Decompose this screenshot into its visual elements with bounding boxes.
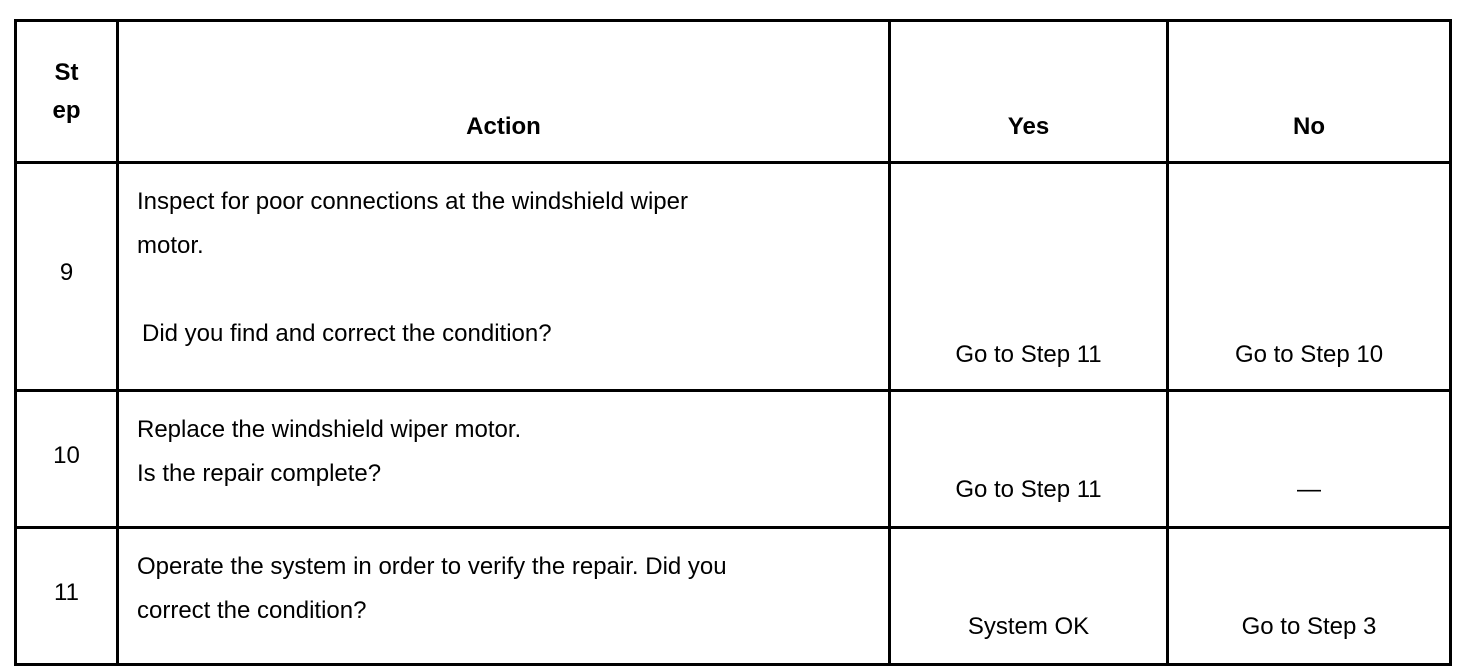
action-line: Replace the windshield wiper motor. bbox=[137, 416, 522, 443]
header-action: Action bbox=[116, 19, 891, 164]
table-row: 9 Inspect for poor connections at the wi… bbox=[14, 161, 1452, 392]
action-line: Inspect for poor connections at the wind… bbox=[137, 188, 688, 215]
header-yes: Yes bbox=[888, 19, 1169, 164]
action-question: Did you find and correct the condition? bbox=[142, 320, 552, 347]
yes-result: System OK bbox=[888, 526, 1169, 666]
action-line: correct the condition? bbox=[137, 597, 367, 624]
header-step-line1: St bbox=[54, 58, 79, 86]
yes-result: Go to Step 11 bbox=[888, 389, 1169, 529]
action-line: Operate the system in order to verify th… bbox=[137, 553, 727, 580]
header-step: St ep bbox=[14, 19, 119, 164]
header-row: St ep Action Yes No bbox=[14, 19, 1452, 164]
step-number: 9 bbox=[14, 161, 119, 392]
no-result: — bbox=[1166, 389, 1452, 529]
step-number: 11 bbox=[14, 526, 119, 666]
spacer bbox=[137, 268, 878, 312]
action-cell: Replace the windshield wiper motor. Is t… bbox=[116, 389, 891, 529]
header-no: No bbox=[1166, 19, 1452, 164]
table-row: 11 Operate the system in order to verify… bbox=[14, 526, 1452, 666]
action-cell: Operate the system in order to verify th… bbox=[116, 526, 891, 666]
table-row: 10 Replace the windshield wiper motor. I… bbox=[14, 389, 1452, 529]
action-line: motor. bbox=[137, 232, 204, 259]
yes-result: Go to Step 11 bbox=[888, 161, 1169, 392]
no-result: Go to Step 10 bbox=[1166, 161, 1452, 392]
action-cell: Inspect for poor connections at the wind… bbox=[116, 161, 891, 392]
no-result: Go to Step 3 bbox=[1166, 526, 1452, 666]
diagnostic-table: St ep Action Yes No 9 Inspect for poor c… bbox=[14, 19, 1452, 666]
step-number: 10 bbox=[14, 389, 119, 529]
header-step-line2: ep bbox=[52, 96, 81, 124]
action-line: Is the repair complete? bbox=[137, 460, 382, 487]
